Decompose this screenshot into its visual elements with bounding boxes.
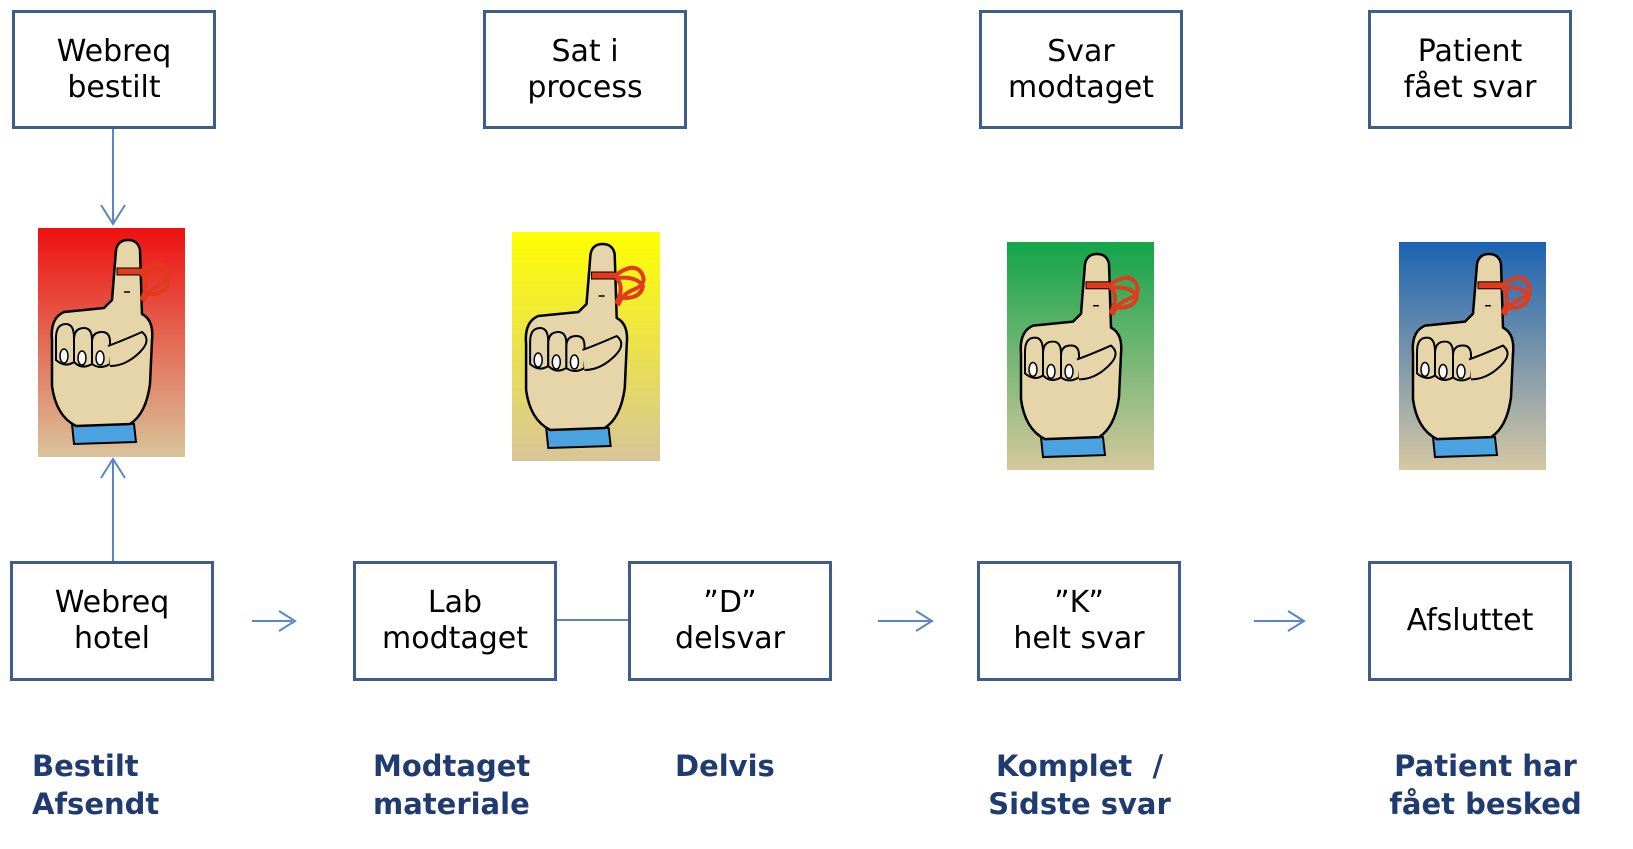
status-komplet-sidste-svar: Komplet / Sidste svar bbox=[972, 747, 1187, 823]
yellow-reminder-card bbox=[512, 232, 660, 461]
status-modtaget-materiale: Modtaget materiale bbox=[373, 747, 530, 823]
finger-with-string-icon bbox=[38, 228, 185, 457]
box-line-2: process bbox=[527, 69, 643, 105]
arrow-1-head bbox=[278, 610, 297, 632]
status-line-1: Modtaget bbox=[373, 749, 531, 783]
box-line-2: bestilt bbox=[67, 69, 161, 105]
afsluttet-box: Afsluttet bbox=[1368, 561, 1572, 681]
box-line-2: delsvar bbox=[675, 621, 785, 656]
d-delsvar-box: ”D” delsvar bbox=[628, 561, 832, 681]
box-line-1: Svar bbox=[1047, 33, 1115, 69]
status-line-1: Patient har bbox=[1394, 749, 1577, 783]
box-line-1: Sat i bbox=[551, 33, 619, 69]
status-line-1: Bestilt bbox=[32, 749, 139, 783]
box-line-1: ”D” bbox=[703, 585, 757, 620]
webreq-bestilt-box: Webreq bestilt bbox=[12, 10, 216, 129]
status-bestilt-afsendt: Bestilt Afsendt bbox=[32, 747, 159, 823]
arrowhead-up bbox=[100, 457, 126, 479]
k-helt-svar-box: ”K” helt svar bbox=[977, 561, 1181, 681]
box-line-2: helt svar bbox=[1013, 621, 1145, 656]
status-line-2: fået besked bbox=[1389, 787, 1582, 821]
finger-with-string-icon bbox=[1399, 242, 1546, 470]
arrow-3-head bbox=[1287, 610, 1306, 632]
svar-modtaget-box: Svar modtaget bbox=[979, 10, 1183, 129]
box-line-2: hotel bbox=[74, 621, 150, 656]
status-line-1: Delvis bbox=[675, 749, 775, 783]
status-line-2: Afsendt bbox=[32, 787, 160, 821]
arrow-2-head bbox=[915, 610, 934, 632]
box-line-1: Webreq bbox=[56, 33, 172, 69]
finger-with-string-icon bbox=[1007, 242, 1154, 470]
status-patient-har-faet-besked: Patient har fået besked bbox=[1368, 747, 1603, 823]
box-line-2: modtaget bbox=[381, 621, 529, 656]
patient-faet-svar-box: Patient fået svar bbox=[1368, 10, 1572, 129]
red-reminder-card bbox=[38, 228, 185, 457]
green-reminder-card bbox=[1007, 242, 1154, 470]
box-line-2: fået svar bbox=[1403, 69, 1537, 105]
status-delvis: Delvis bbox=[675, 747, 775, 785]
box-line-1: ”K” bbox=[1054, 585, 1104, 620]
sat-i-process-box: Sat i process bbox=[483, 10, 687, 129]
box-line-1: Patient bbox=[1417, 33, 1523, 69]
webreq-hotel-box: Webreq hotel bbox=[10, 561, 214, 681]
box-line-1: Afsluttet bbox=[1406, 603, 1534, 638]
box-line-1: Webreq bbox=[54, 585, 170, 620]
box-line-2: modtaget bbox=[1007, 69, 1155, 105]
blue-reminder-card bbox=[1399, 242, 1546, 470]
status-line-2: materiale bbox=[373, 787, 530, 821]
status-line-2: Sidste svar bbox=[988, 787, 1171, 821]
box-line-1: Lab bbox=[427, 585, 483, 620]
arrowhead-down bbox=[100, 204, 126, 226]
status-line-1: Komplet / bbox=[995, 749, 1164, 783]
lab-modtaget-box: Lab modtaget bbox=[353, 561, 557, 681]
finger-with-string-icon bbox=[512, 232, 660, 461]
